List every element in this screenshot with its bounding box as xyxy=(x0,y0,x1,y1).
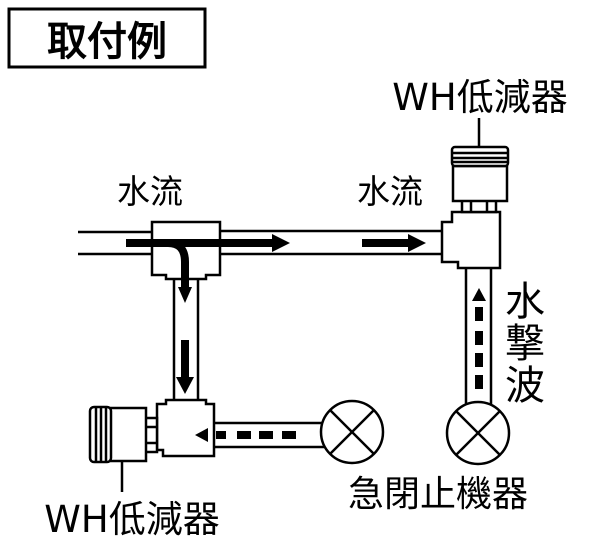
tee-fitting-3 xyxy=(155,398,216,458)
arrow-up-head xyxy=(472,288,486,301)
wh-reducer-top xyxy=(450,118,510,214)
flow-arrow-right-2 xyxy=(362,239,410,247)
water-hammer-arrows xyxy=(195,288,486,442)
wh-reducer-top-label: WH低減器 xyxy=(392,76,567,119)
water-hammer-label: 水 撃 波 xyxy=(505,279,545,409)
flow-label-right: 水流 xyxy=(357,172,423,211)
flow-arrows xyxy=(126,234,426,394)
tee-fitting-2 xyxy=(440,210,502,270)
title: 取付例 xyxy=(47,19,167,65)
quick-close-device-label: 急閉止機器 xyxy=(348,474,528,515)
flow-arrow-branch xyxy=(167,239,189,290)
valve-left xyxy=(319,399,385,465)
valve-right xyxy=(445,400,511,466)
flow-label-left: 水流 xyxy=(117,172,183,211)
wh-reducer-bottom-label: WH低減器 xyxy=(44,498,219,541)
title-box: 取付例 xyxy=(7,7,207,69)
arrow-left-head xyxy=(195,428,208,442)
wh-reducer-bottom xyxy=(88,405,159,492)
svg-text:撃: 撃 xyxy=(505,321,545,367)
svg-text:水: 水 xyxy=(505,279,545,325)
flow-arrow-right xyxy=(126,239,274,247)
svg-text:波: 波 xyxy=(505,363,545,409)
flow-arrow-down xyxy=(181,340,189,380)
